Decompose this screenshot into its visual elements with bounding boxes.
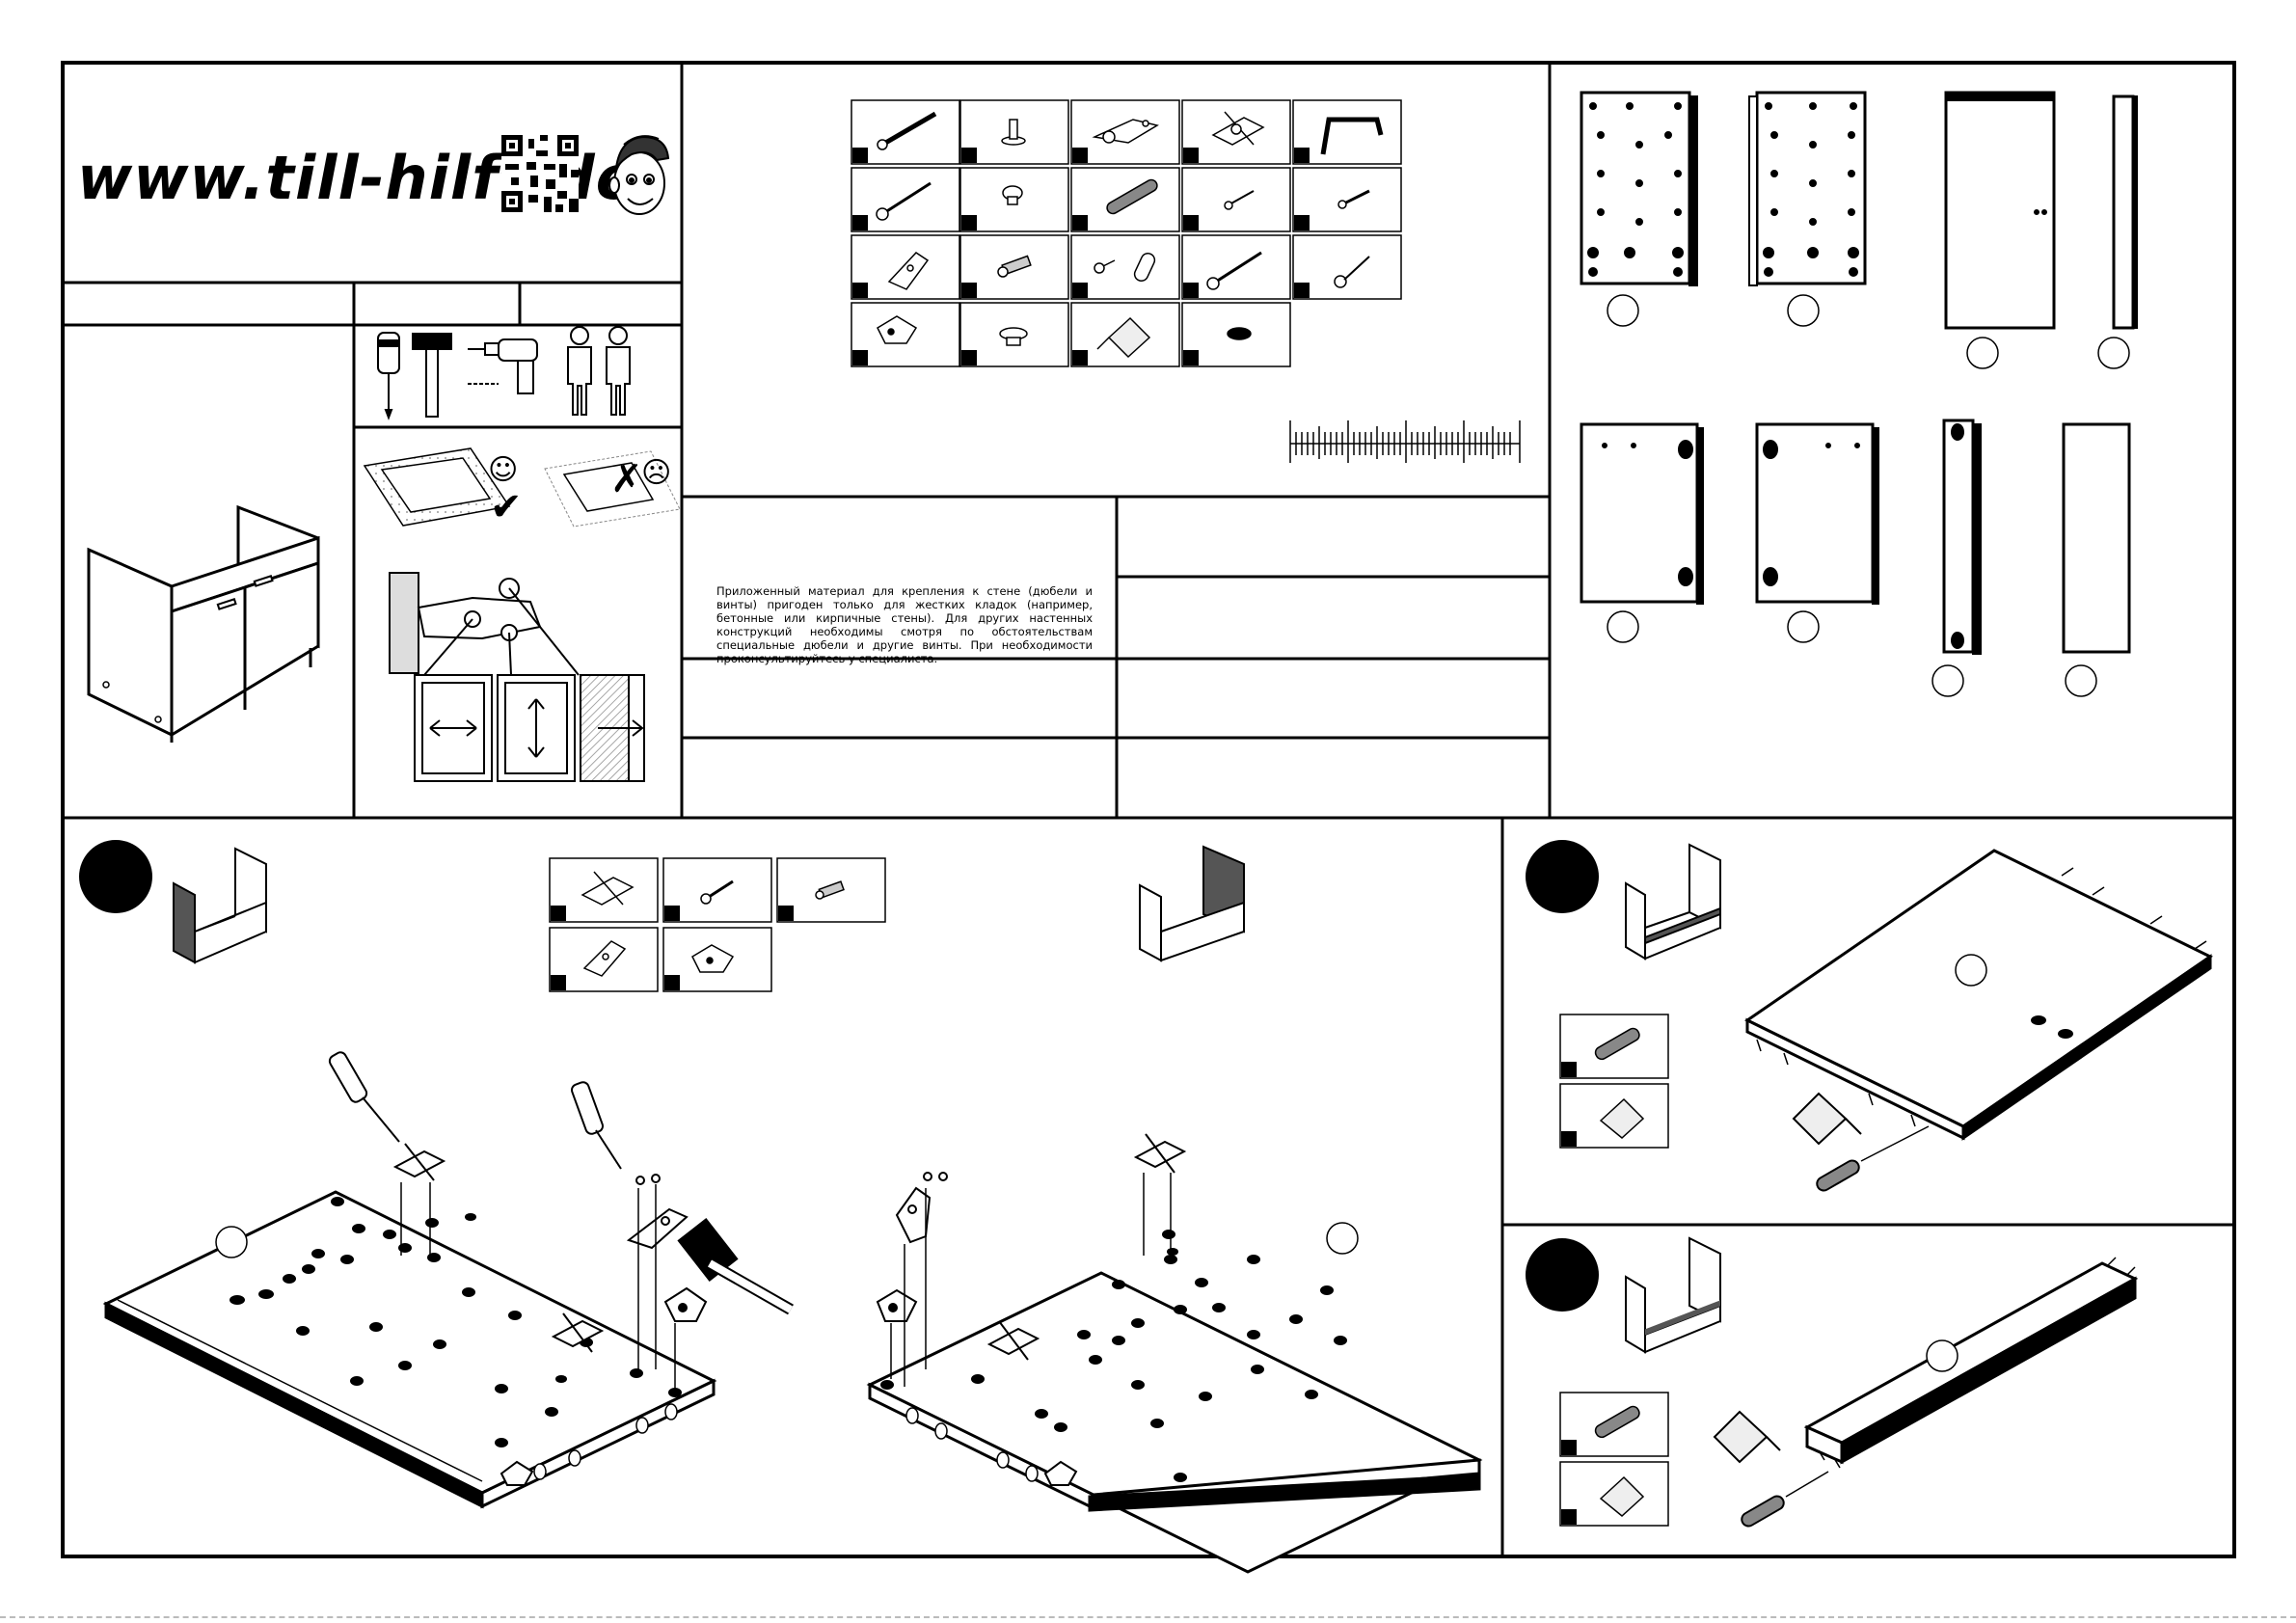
glue-tube-step3 xyxy=(1713,1410,1781,1464)
step-badges xyxy=(79,840,1599,1312)
check-icon: ✔ xyxy=(490,485,523,529)
back-panel xyxy=(1944,91,2056,369)
handle-icon xyxy=(1320,117,1384,155)
glue-tube-step2 xyxy=(1792,1092,1862,1146)
euro-screw-icon xyxy=(1337,189,1370,209)
fittings-row-2 xyxy=(851,167,1402,232)
connector-fitting-step1c xyxy=(1133,1133,1187,1174)
dowel-step3 xyxy=(1741,1495,1785,1528)
grid-lines xyxy=(61,61,2236,1558)
connector-fitting-icon xyxy=(1211,111,1265,146)
step1-carcass-left xyxy=(173,847,267,964)
step1-carcass-right xyxy=(1139,845,1245,962)
long-screw-icon xyxy=(877,111,937,150)
small-screw-icon xyxy=(1224,190,1255,210)
connector-fitting-step1b xyxy=(551,1312,605,1353)
drill-icon xyxy=(468,338,538,394)
glue-tube-icon xyxy=(1096,316,1151,359)
dowel-step2 xyxy=(1816,1159,1860,1192)
step3-fittings xyxy=(1559,1392,1669,1527)
cabinet-overview xyxy=(87,504,320,743)
felt-pad-icon xyxy=(1227,327,1252,340)
mascot-face-icon xyxy=(608,135,670,215)
step1-fittings xyxy=(549,857,886,992)
fittings-grid xyxy=(851,99,1402,367)
panel-parts xyxy=(1580,91,2138,697)
shelf-board xyxy=(2062,422,2131,697)
guide-lines-step1 xyxy=(400,1173,1172,1389)
wood-screw-icon xyxy=(876,181,932,221)
door-stop-block-step1c xyxy=(500,1460,534,1486)
hammer-icon xyxy=(412,333,452,418)
chipboard-screw-icon xyxy=(1206,251,1262,290)
door-stop-block-step1b xyxy=(876,1288,918,1322)
nail-icon xyxy=(1334,256,1370,288)
step3-panel xyxy=(1713,1257,2139,1528)
fitting-quantity-boxes xyxy=(852,148,1310,365)
cover-cap-icon xyxy=(1002,185,1023,205)
two-persons-icon xyxy=(567,326,631,416)
step1-panel-left xyxy=(102,1190,717,1509)
step2-panel xyxy=(1744,849,2213,1192)
fittings-row-4 xyxy=(851,302,1291,367)
angle-bracket-step1b xyxy=(895,1186,932,1244)
side-panel-left xyxy=(1580,91,1698,327)
qr-code-icon xyxy=(501,135,579,212)
cross-icon: ✗ xyxy=(610,457,643,501)
step-badge-3 xyxy=(1526,1238,1599,1312)
floor-protection-ok: ☺ ✔ xyxy=(363,447,523,529)
wooden-dowel-icon xyxy=(1106,178,1158,215)
step1-panel-right xyxy=(866,1222,1483,1574)
hinge-adjustment-diagram xyxy=(389,572,645,782)
measuring-ruler xyxy=(1289,420,1521,463)
step-badge-2 xyxy=(1526,840,1599,913)
door-left xyxy=(1580,422,1704,643)
door-right xyxy=(1755,422,1879,643)
screwdriver-icon xyxy=(377,332,400,420)
smile-icon: ☺ xyxy=(488,453,518,487)
angle-bracket-icon xyxy=(887,252,930,290)
screwdriver-icon-step1b xyxy=(570,1081,622,1170)
connector-fitting-step1a xyxy=(392,1143,446,1181)
angle-bracket-step1a xyxy=(626,1207,689,1250)
floor-protection-not-ok: ✗ ☹ xyxy=(544,450,681,527)
door-stop-block-step1a xyxy=(663,1286,708,1322)
screws-step1 xyxy=(635,1172,948,1185)
hinge-icon xyxy=(1092,119,1159,144)
door-stop-block-icon xyxy=(877,315,918,344)
step2-fittings xyxy=(1559,1014,1669,1149)
round-cap-icon xyxy=(999,327,1028,346)
fittings-row-1 xyxy=(851,99,1402,165)
step3-carcass-icon xyxy=(1625,1236,1721,1354)
wall-plug-icon xyxy=(997,255,1032,278)
screw-and-dowel-icon xyxy=(1094,252,1156,283)
instruction-sheet-frame xyxy=(61,61,2236,1558)
side-panel-right xyxy=(1748,91,1867,327)
front-rail xyxy=(1931,419,1982,697)
connector-fitting-step1d xyxy=(986,1320,1040,1361)
door-stop-block-step1d xyxy=(1043,1460,1078,1486)
hammer-icon-step1 xyxy=(677,1218,794,1315)
fittings-row-3 xyxy=(851,234,1402,300)
page-cut-line xyxy=(0,1616,2296,1618)
fitting-drawings xyxy=(876,111,1384,359)
step1-assembly-hardware xyxy=(328,1051,1187,1486)
rail-strip xyxy=(2097,95,2138,369)
step2-carcass-icon xyxy=(1625,843,1721,960)
screwdriver-icon-step1a xyxy=(328,1051,400,1143)
step-badge-1 xyxy=(79,840,152,913)
leveling-foot-icon xyxy=(1001,119,1026,146)
frown-icon: ☹ xyxy=(641,456,671,490)
